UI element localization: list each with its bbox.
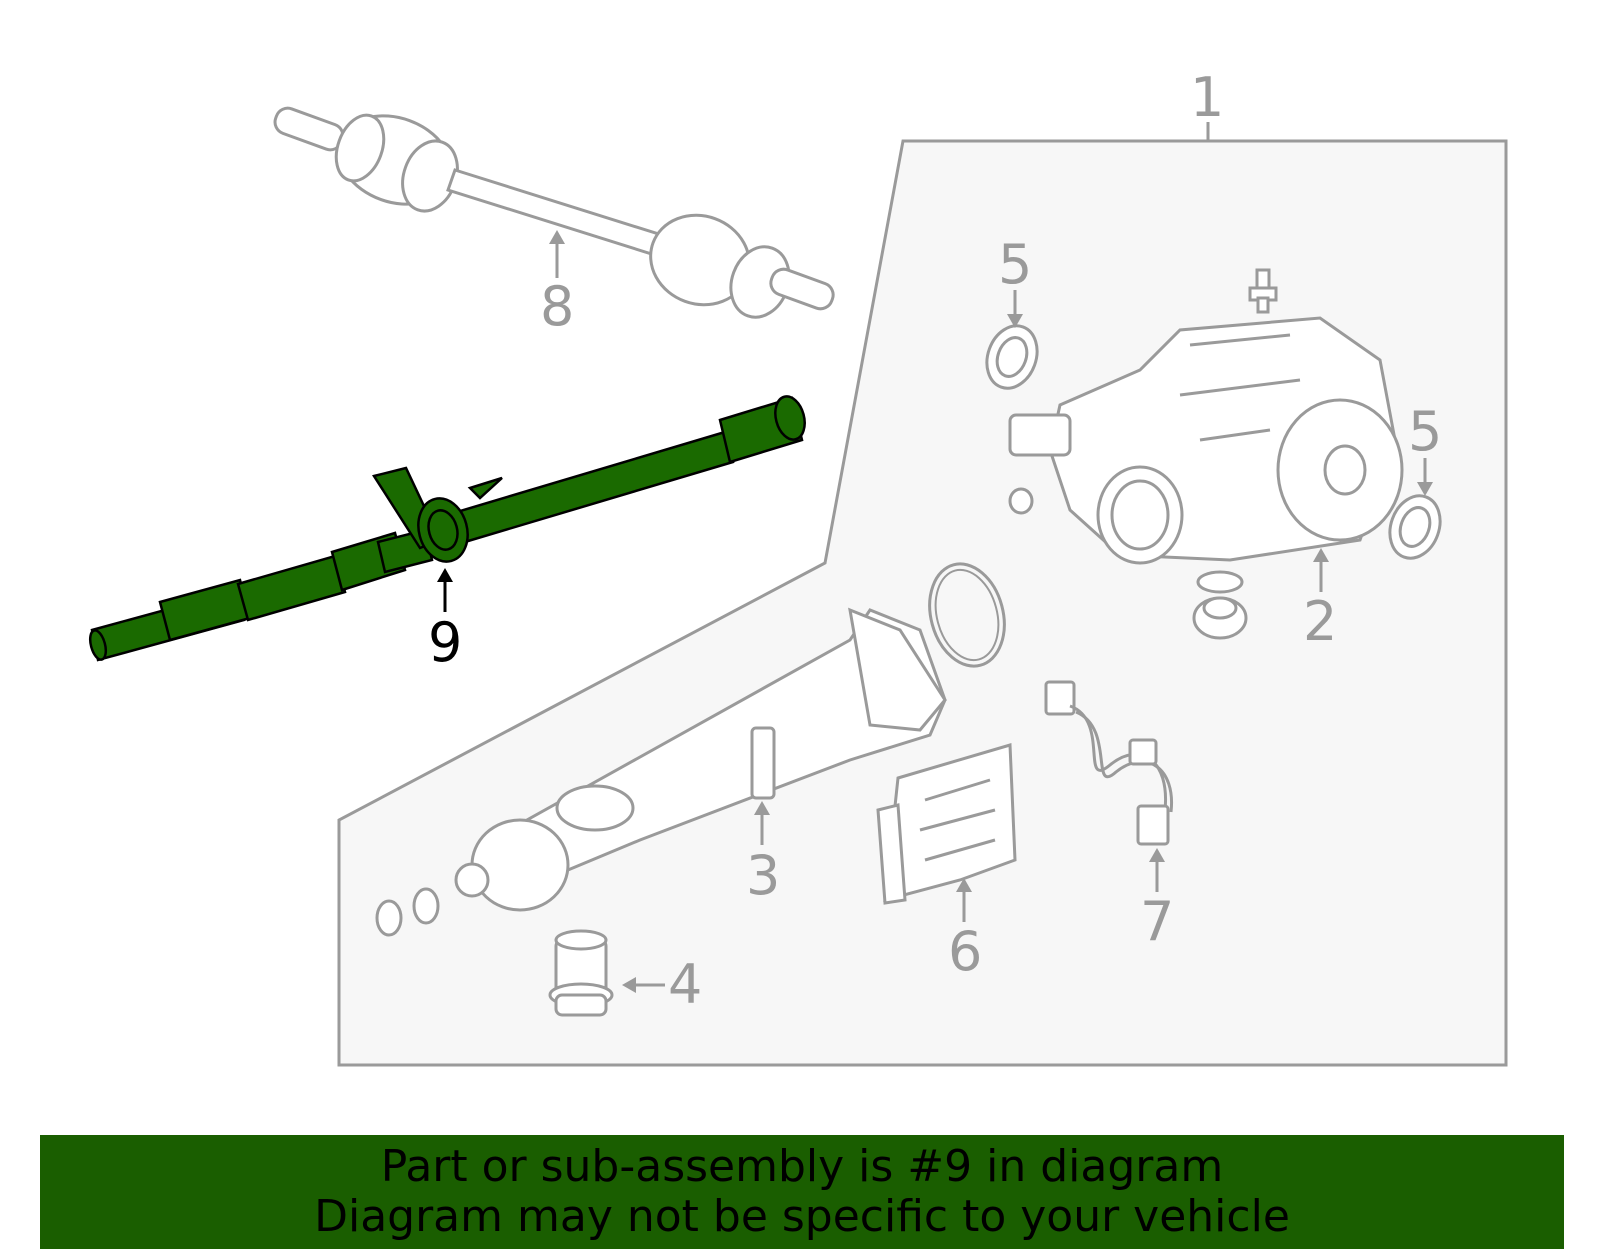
- callout-4-arrowhead: [622, 977, 636, 993]
- callout-5a-arrowhead: [1007, 314, 1023, 328]
- differential-part-2: [1008, 268, 1404, 640]
- callout-6-arrowhead: [956, 878, 972, 892]
- callout-7-arrowhead: [1149, 848, 1165, 862]
- prop-shaft-part-9: [88, 395, 806, 662]
- control-module-part-6: [876, 743, 1017, 905]
- callout-8: 8: [540, 275, 574, 338]
- callout-5a: 5: [998, 233, 1032, 296]
- banner-line-part-info: Part or sub-assembly is #9 in diagram: [380, 1141, 1224, 1192]
- callout-3: 3: [746, 844, 780, 907]
- banner-line-disclaimer: Diagram may not be specific to your vehi…: [314, 1191, 1290, 1242]
- callout-9: 9: [428, 611, 462, 674]
- callout-2: 2: [1303, 590, 1337, 653]
- callout-8-arrowhead: [549, 230, 565, 244]
- o-ring-inner: [934, 568, 1000, 662]
- info-banner: Part or sub-assembly is #9 in diagram Di…: [40, 1135, 1564, 1249]
- bushing-part-4: [548, 929, 614, 1017]
- seal-part-5-right: [1388, 494, 1442, 560]
- callout-5b-arrowhead: [1417, 482, 1433, 496]
- callout-1: 1: [1190, 66, 1224, 129]
- parts-diagram: 1 2 3 4 5 5 6 7 8 9: [88, 66, 1508, 1067]
- callout-5b: 5: [1408, 400, 1442, 463]
- callout-7: 7: [1140, 890, 1174, 953]
- callout-2-arrowhead: [1313, 548, 1329, 562]
- callout-9-arrowhead: [437, 568, 453, 582]
- callout-3-arrowhead: [754, 801, 770, 815]
- o-ring: [928, 562, 1006, 668]
- seal-part-5-top: [985, 324, 1039, 390]
- callout-4: 4: [668, 953, 702, 1016]
- callout-6: 6: [948, 920, 982, 983]
- half-shaft-part-8: [273, 106, 835, 319]
- wiring-harness-part-7: [1044, 680, 1174, 846]
- housing-part-3: [375, 607, 947, 937]
